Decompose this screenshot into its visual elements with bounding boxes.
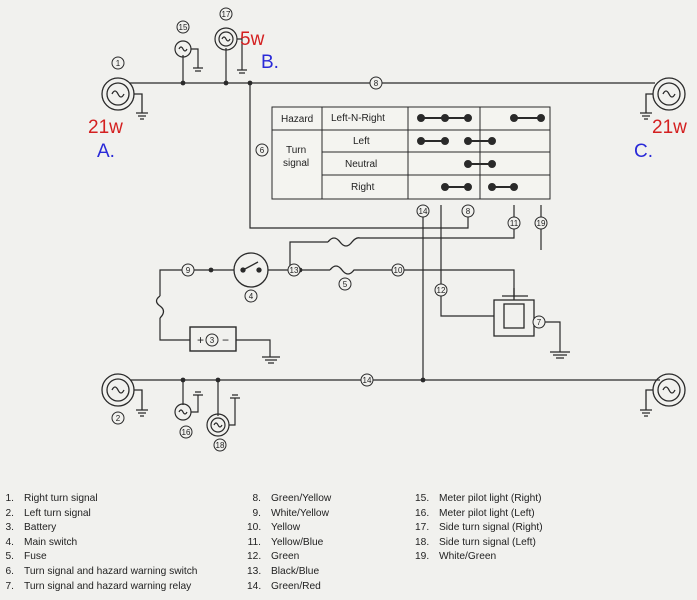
ground-symbols xyxy=(262,351,570,364)
legend-item: 10.Yellow xyxy=(247,522,301,534)
annotation-21w-left: 21w xyxy=(88,117,123,138)
switch-contacts xyxy=(417,114,545,191)
legend-item: 17.Side turn signal (Right) xyxy=(415,522,543,534)
table-hazard: Hazard xyxy=(281,114,313,125)
marker-3: 3 xyxy=(210,336,215,345)
marker-6: 6 xyxy=(260,146,265,155)
marker-2: 2 xyxy=(116,414,121,423)
lamp-c-icon xyxy=(640,77,686,120)
wire-fuse-upper xyxy=(289,241,328,270)
legend-item: 11.Yellow/Blue xyxy=(247,536,324,548)
annotation-c: C. xyxy=(634,141,653,162)
table-turn: Turn xyxy=(286,145,306,156)
battery-minus: − xyxy=(222,333,229,347)
fuse-5-icon xyxy=(329,265,357,275)
legend-item: 6.Turn signal and hazard warning switch xyxy=(5,565,198,577)
annotation-b: B. xyxy=(261,52,279,73)
legend-col-2: 8.Green/Yellow 9.White/Yellow 10.Yellow … xyxy=(247,492,331,594)
marker-7: 7 xyxy=(537,318,542,327)
legend-item: 7.Turn signal and hazard warning relay xyxy=(5,580,192,592)
lamp-16-icon xyxy=(174,391,203,421)
marker-12: 12 xyxy=(437,286,446,295)
marker-18: 18 xyxy=(216,441,225,450)
marker-8a: 8 xyxy=(374,79,379,88)
marker-9: 9 xyxy=(186,266,191,275)
marker-5: 5 xyxy=(343,280,348,289)
legend-item: 19.White/Green xyxy=(415,551,497,563)
lamp-17-icon xyxy=(214,27,247,74)
legend-item: 8.Green/Yellow xyxy=(252,493,332,504)
marker-10: 10 xyxy=(394,266,403,275)
legend-item: 5.Fuse xyxy=(5,551,47,563)
marker-14a: 14 xyxy=(419,207,428,216)
annotation-5w: 5w xyxy=(240,29,265,50)
marker-15: 15 xyxy=(179,23,188,32)
legend-item: 13.Black/Blue xyxy=(247,565,320,577)
annotation-21w-right: 21w xyxy=(652,117,687,138)
marker-13: 13 xyxy=(290,266,299,275)
legend-item: 14.Green/Red xyxy=(247,580,321,592)
table-right: Right xyxy=(351,182,375,193)
lamp-bottom-right-icon xyxy=(640,373,686,417)
marker-1: 1 xyxy=(116,59,121,68)
table-left-n-right: Left-N-Right xyxy=(331,113,385,124)
legend-item: 15.Meter pilot light (Right) xyxy=(415,493,542,504)
marker-4: 4 xyxy=(249,292,254,301)
marker-17: 17 xyxy=(222,10,231,19)
fuse-upper-icon xyxy=(327,237,365,247)
lamp-15-icon xyxy=(174,40,203,72)
switch-table xyxy=(271,106,551,200)
marker-11: 11 xyxy=(510,219,519,228)
table-signal: signal xyxy=(283,158,309,169)
wire-9 xyxy=(159,269,234,296)
legend-col-1: 1.Right turn signal 2.Left turn signal 3… xyxy=(0,492,198,594)
legend-item: 12.Green xyxy=(247,551,300,563)
legend-item: 9.White/Yellow xyxy=(252,507,329,519)
table-left: Left xyxy=(353,136,370,147)
lamp-2-icon xyxy=(101,373,148,417)
annotation-a: A. xyxy=(97,141,115,162)
legend-item: 3.Battery xyxy=(5,522,57,534)
wire-battery-left xyxy=(159,318,190,341)
wire-12 xyxy=(440,205,494,317)
legend-col-3: 15.Meter pilot light (Right) 16.Meter pi… xyxy=(415,492,543,565)
table-neutral: Neutral xyxy=(345,159,377,170)
main-switch-icon xyxy=(233,252,269,288)
legend-item: 18.Side turn signal (Left) xyxy=(415,536,536,548)
legend-item: 1.Right turn signal xyxy=(5,493,98,504)
marker-8b: 8 xyxy=(466,207,471,216)
marker-19: 19 xyxy=(537,219,546,228)
marker-16: 16 xyxy=(182,428,191,437)
marker-14b: 14 xyxy=(363,376,372,385)
legend-item: 4.Main switch xyxy=(5,536,78,548)
lamp-18-icon xyxy=(206,394,240,437)
legend-item: 2.Left turn signal xyxy=(5,507,91,519)
wire-11 xyxy=(365,205,515,239)
relay-icon xyxy=(493,288,535,337)
legend-item: 16.Meter pilot light (Left) xyxy=(415,507,535,519)
lamp-1-icon xyxy=(101,77,148,120)
fuse-left-icon xyxy=(155,295,165,319)
wire-battery-right xyxy=(236,339,271,357)
battery-plus: + xyxy=(197,333,204,347)
